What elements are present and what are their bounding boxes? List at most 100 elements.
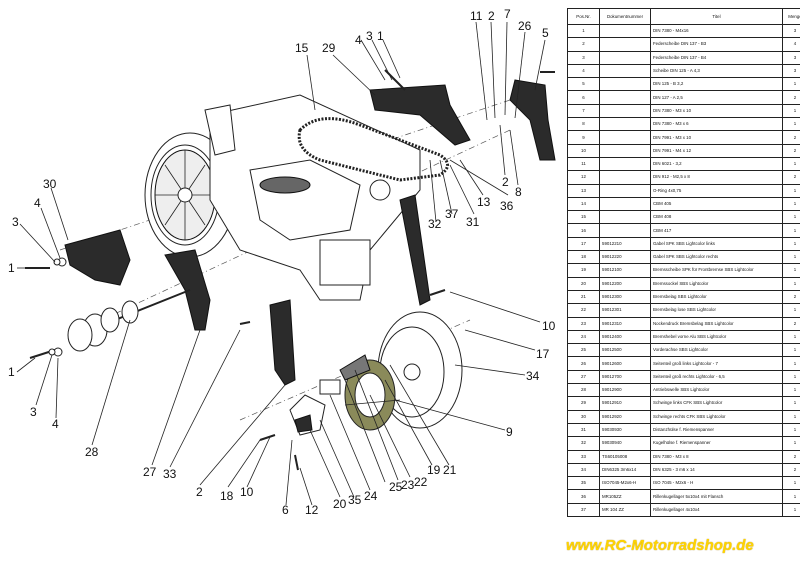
table-cell: 5 — [567, 77, 600, 92]
table-cell — [599, 170, 651, 185]
table-cell: 31 — [567, 422, 600, 438]
table-cell: 4 — [782, 37, 800, 52]
callout-1-lower: 1 — [8, 365, 15, 379]
table-cell: 13 — [567, 183, 600, 198]
table-cell: 1 — [782, 117, 800, 132]
table-cell: DIN 6325 - 3 m6 x 14 — [650, 462, 783, 478]
table-cell: 37 — [567, 502, 600, 517]
table-cell — [599, 117, 651, 132]
table-cell: 2 — [782, 170, 800, 185]
callout-17: 17 — [536, 347, 550, 361]
callout-6: 6 — [282, 503, 289, 517]
table-cell: Schwinge rechts CFK SBS Lightcolor — [650, 409, 783, 424]
callout-1-left: 1 — [8, 261, 15, 275]
table-cell: 23 — [567, 316, 600, 331]
table-cell: Rillenkugellager 4x10x4 — [650, 502, 783, 517]
callout-1-top: 1 — [377, 29, 384, 43]
table-cell: 19 — [567, 263, 600, 278]
table-cell: MR105ZZ — [599, 489, 651, 504]
callout-20: 20 — [333, 497, 347, 511]
callout-35: 35 — [348, 493, 362, 507]
table-cell: 2 — [782, 462, 800, 478]
callout-7: 7 — [504, 7, 511, 21]
callout-29: 29 — [322, 41, 336, 55]
callout-3-lower: 3 — [30, 405, 37, 419]
table-cell: 16 — [567, 223, 600, 238]
table-cell: DIN 7380 - M3 x 6 — [650, 117, 783, 132]
callout-36: 36 — [500, 199, 514, 213]
table-cell: ISO 7045 - M2x6 - H — [650, 476, 783, 491]
callout-30: 30 — [43, 177, 57, 191]
table-cell: 26 — [567, 356, 600, 371]
table-cell: 59012910 — [599, 396, 651, 411]
table-cell: 9 — [567, 130, 600, 145]
callout-34: 34 — [526, 369, 540, 383]
table-cell: Seitenteil groß rechts Lightcolor - 6,5 — [650, 369, 783, 385]
callout-37: 37 — [445, 207, 459, 221]
table-cell: 1 — [782, 196, 800, 212]
table-cell: Bremshebel vorne Alu SBS Lightcolor — [650, 329, 783, 345]
callout-13: 13 — [477, 195, 491, 209]
table-cell: 1 — [782, 156, 800, 172]
chassis-frame — [204, 94, 421, 301]
callout-3-top: 3 — [366, 29, 373, 43]
table-cell: ISO7045-M2x6-H — [599, 476, 651, 491]
table-cell: Vorderachse SBS Lightcolor — [650, 343, 783, 358]
callout-32: 32 — [428, 217, 442, 231]
table-cell: 1 — [782, 476, 800, 491]
table-cell: Schwinge links CFK SBS Lightcolor — [650, 396, 783, 411]
table-cell: Gabel SPK SBS Lightcolor rechts — [650, 250, 783, 265]
table-cell: 1 — [782, 436, 800, 451]
table-cell — [599, 143, 651, 158]
table-cell: DIN 7991 - M4 x 12 — [650, 143, 783, 158]
table-cell: Antriebswelle SBS Lightcolor — [650, 383, 783, 398]
table-cell — [599, 37, 651, 52]
callout-labels: 15 29 4 3 1 11 2 7 26 5 8 2 36 13 31 37 … — [8, 7, 556, 517]
table-cell: DIN 125 - B 3,2 — [650, 77, 783, 92]
header-title: Titel — [650, 8, 783, 25]
callout-33: 33 — [163, 467, 177, 481]
table-cell: 1 — [782, 210, 800, 225]
callout-24: 24 — [364, 489, 378, 503]
table-cell — [599, 50, 651, 65]
table-cell: Kugelhülse f. Riemenspanner — [650, 436, 783, 451]
table-cell: 12 — [567, 170, 600, 185]
table-cell: Bremsbelag SBS Lightcolor — [650, 289, 783, 305]
table-cell: 59012500 — [599, 343, 651, 358]
table-cell: 1 — [782, 276, 800, 291]
table-cell: MR 104 ZZ — [599, 502, 651, 517]
table-cell: 1 — [782, 263, 800, 278]
table-cell: 1 — [782, 223, 800, 238]
table-cell: 3 — [782, 63, 800, 79]
drive-belt — [297, 117, 449, 182]
brake-lever-assembly — [289, 379, 341, 436]
table-cell: 3 — [782, 23, 800, 39]
table-cell: 1 — [782, 343, 800, 358]
shop-watermark: www.RC-Motorradshop.de — [566, 537, 754, 554]
table-cell: 10 — [567, 143, 600, 158]
callout-10-right: 10 — [542, 319, 556, 333]
header-docnumber: Dokumentnummer — [599, 8, 651, 25]
table-cell: 59012920 — [599, 409, 651, 424]
table-cell: 33 — [567, 449, 600, 464]
parts-list-table: Pos.Nr. Dokumentnummer Titel Menge 1DIN … — [567, 8, 800, 517]
table-cell: 7 — [567, 103, 600, 119]
table-cell: 59030930 — [599, 422, 651, 438]
